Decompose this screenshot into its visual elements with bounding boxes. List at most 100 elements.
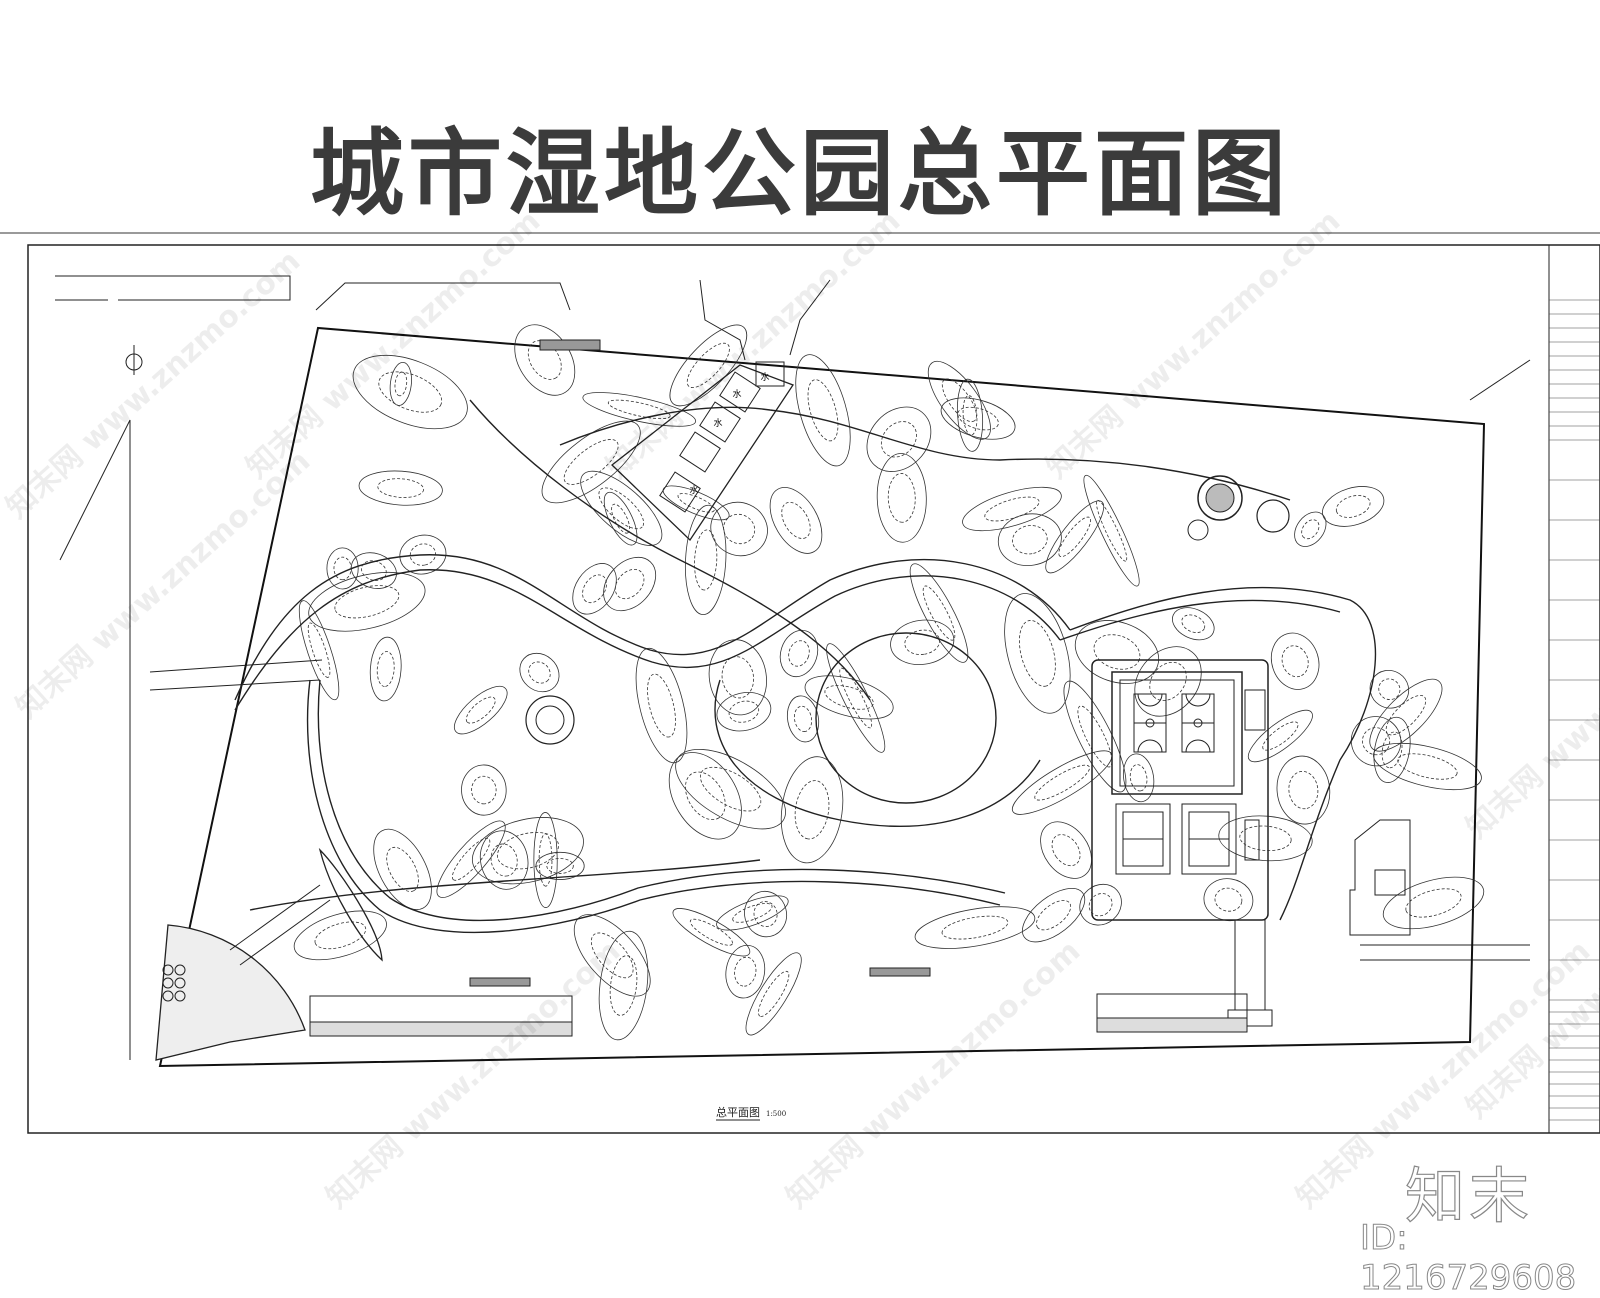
contour-line bbox=[1335, 495, 1371, 518]
contour-line bbox=[957, 406, 999, 431]
contour-line bbox=[927, 360, 991, 440]
service-building bbox=[1349, 819, 1411, 936]
contour-line bbox=[744, 890, 788, 938]
contour-line bbox=[734, 956, 757, 987]
contour-line bbox=[940, 397, 1016, 440]
contour-line bbox=[668, 752, 742, 840]
contour-line bbox=[689, 918, 733, 946]
contour-line bbox=[373, 828, 432, 910]
document-id: ID: 1216729608 bbox=[1360, 1218, 1577, 1298]
contour-line bbox=[1288, 770, 1319, 810]
water-label: 水 bbox=[760, 371, 769, 383]
contour-line bbox=[1034, 764, 1090, 801]
brand-logo: 知末 bbox=[1404, 1161, 1533, 1232]
contour-line bbox=[728, 700, 760, 723]
basketball-court bbox=[1133, 693, 1215, 753]
seat bbox=[174, 990, 186, 1002]
water-facility bbox=[611, 361, 794, 542]
contour-line bbox=[598, 487, 645, 530]
contour-line bbox=[745, 952, 802, 1036]
contour-line bbox=[369, 636, 402, 702]
contour-line bbox=[795, 354, 851, 467]
contour-line bbox=[334, 585, 400, 619]
contour-line bbox=[1083, 474, 1140, 587]
contour-line bbox=[453, 685, 508, 735]
contour-line bbox=[533, 812, 558, 908]
contour-line bbox=[962, 395, 978, 436]
contour-line bbox=[890, 619, 955, 665]
contour-line bbox=[1382, 876, 1485, 930]
contour-line bbox=[1262, 721, 1299, 751]
contour-line bbox=[1373, 716, 1411, 783]
sports-area bbox=[1091, 659, 1273, 1027]
contour-line bbox=[603, 491, 638, 546]
contour-line bbox=[519, 652, 560, 693]
contour-line bbox=[914, 906, 1036, 949]
contour-line bbox=[1172, 607, 1215, 641]
contour-line bbox=[479, 830, 529, 890]
entrance-walkway bbox=[229, 884, 331, 966]
contour-line bbox=[1397, 753, 1458, 780]
contour-line bbox=[298, 600, 340, 701]
contour-line bbox=[461, 764, 507, 816]
contour-line bbox=[399, 534, 447, 575]
contour-line bbox=[1129, 764, 1148, 792]
contour-line bbox=[1019, 620, 1056, 687]
contour-line bbox=[451, 837, 491, 881]
contour-line bbox=[1294, 511, 1327, 547]
contour-line bbox=[1381, 731, 1403, 769]
contour-line bbox=[293, 910, 387, 961]
seat bbox=[174, 964, 186, 976]
contour-line bbox=[590, 932, 634, 979]
contour-line bbox=[922, 585, 956, 641]
title-divider bbox=[0, 232, 1600, 234]
contour-line bbox=[941, 915, 1009, 940]
contour-line bbox=[1373, 742, 1482, 791]
contour-line bbox=[1123, 753, 1155, 803]
contour-line bbox=[647, 673, 676, 738]
contour-line bbox=[708, 639, 767, 716]
contour-line bbox=[1203, 878, 1254, 922]
contour-line bbox=[904, 629, 941, 655]
contour-line bbox=[1350, 716, 1402, 767]
contour-line bbox=[662, 485, 730, 521]
contour-line bbox=[1074, 620, 1160, 684]
seat bbox=[174, 977, 186, 989]
contour-line bbox=[1181, 614, 1206, 633]
contour-line bbox=[1239, 825, 1292, 852]
sheet-frame bbox=[27, 244, 1600, 1134]
plaza-seating bbox=[162, 964, 186, 1002]
leaf-plaza bbox=[318, 847, 383, 962]
contour-line bbox=[490, 843, 518, 877]
contour-line bbox=[1270, 632, 1320, 690]
contour-line bbox=[471, 775, 497, 805]
bottom-pavilions bbox=[309, 339, 1248, 1037]
contour-line bbox=[1063, 680, 1127, 793]
contour-line bbox=[394, 371, 408, 397]
contour-line bbox=[721, 656, 755, 699]
plan-scale: 1:500 bbox=[766, 1110, 786, 1118]
contour-line bbox=[677, 493, 715, 513]
water-label: 水 bbox=[732, 388, 741, 400]
seat bbox=[162, 977, 174, 989]
contour-line bbox=[314, 921, 367, 950]
contour-line bbox=[358, 470, 443, 506]
contour-line bbox=[839, 667, 873, 729]
contour-line bbox=[716, 692, 772, 732]
contour-line bbox=[1077, 705, 1113, 768]
contour-line bbox=[308, 571, 426, 632]
contour-line bbox=[378, 371, 443, 413]
contour-line bbox=[685, 771, 726, 821]
contour-line bbox=[826, 643, 886, 753]
contour-line bbox=[580, 470, 663, 546]
contour-line bbox=[1149, 661, 1187, 701]
service-building-annex bbox=[1374, 869, 1406, 896]
contour-line bbox=[1012, 525, 1048, 555]
contour-line bbox=[786, 695, 820, 743]
central-lawn bbox=[815, 632, 997, 804]
contour-line bbox=[611, 503, 631, 534]
circular-plaza bbox=[525, 695, 575, 745]
contour-line bbox=[753, 901, 778, 927]
round-pavilion-roof bbox=[1205, 483, 1235, 513]
